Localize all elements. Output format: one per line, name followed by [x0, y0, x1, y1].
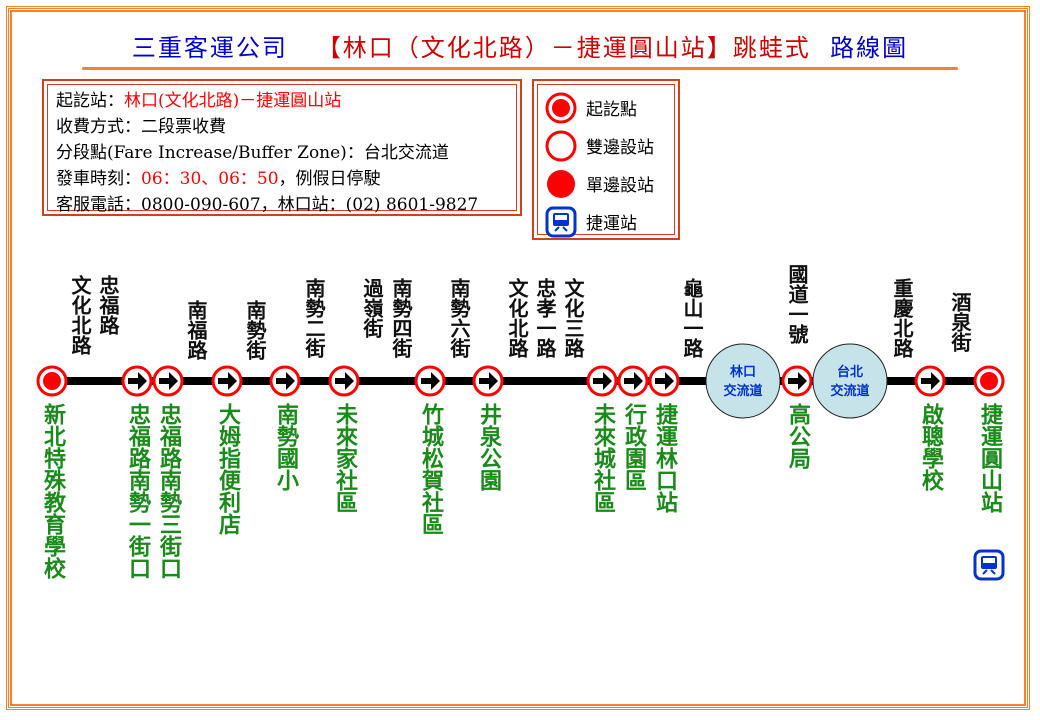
stop-name: 新北特殊教育學校: [40, 403, 65, 579]
one-way-stop-marker: [781, 365, 813, 397]
fare-line: 收費方式：二段票收費: [56, 117, 226, 137]
one-way-stop-marker: [914, 365, 946, 397]
terminal-stop-marker: [36, 365, 68, 397]
interchange-label: 台北: [837, 364, 863, 380]
one-way-stop-marker: [472, 365, 504, 397]
stop-name: 捷運林口站: [652, 403, 677, 513]
mrt-train-icon: [973, 549, 1005, 581]
terminals-label: 起訖站：: [56, 91, 124, 111]
road-name: 酒泉街: [948, 292, 972, 352]
legend-both-sides: 雙邊設站: [544, 129, 674, 163]
route-line: [50, 377, 990, 385]
road-name: 南勢街: [243, 300, 267, 360]
one-way-stop-marker: [121, 365, 153, 397]
stop-name: 大姆指便利店: [215, 403, 240, 535]
legend-mrt: 捷運站: [544, 205, 674, 239]
stop-name: 竹城松賀社區: [418, 403, 443, 535]
one-way-stop-marker: [211, 365, 243, 397]
stop-name: 南勢國小: [273, 403, 298, 491]
interchange-label: 交流道: [830, 383, 869, 399]
legend-both-sides-label: 雙邊設站: [586, 138, 654, 158]
terminal-stop-icon: [545, 92, 577, 124]
road-name: 南勢四街: [389, 278, 413, 358]
terminals-value: 林口(文化北路)－捷運圓山站: [124, 91, 342, 111]
one-side-stop-icon: [547, 170, 575, 198]
both-sides-stop-icon: [545, 130, 577, 162]
one-way-stop-marker: [328, 365, 360, 397]
stop-name: 忠福路南勢三街口: [156, 403, 181, 579]
one-way-stop-marker: [648, 365, 680, 397]
one-way-stop-marker: [586, 365, 618, 397]
mrt-train-icon: [545, 206, 577, 238]
terminals-line: 起訖站：林口(文化北路)－捷運圓山站: [56, 88, 508, 114]
one-way-stop-marker: [152, 365, 184, 397]
one-way-stop-marker: [617, 365, 649, 397]
stop-name: 井泉公園: [476, 403, 501, 491]
interchange-marker: 台北交流道: [812, 343, 888, 419]
departure-times: 06：30、06：50: [141, 169, 279, 189]
service-line: 客服電話：0800-090-607，林口站：(02) 8601-9827: [56, 195, 479, 215]
legend-terminal: 起訖點: [544, 91, 674, 125]
road-name: 文化北路: [68, 275, 92, 355]
road-name: 過嶺街: [360, 278, 384, 338]
departure-suffix: ，例假日停駛: [278, 169, 381, 189]
departure-line: 發車時刻：06：30、06：50，例假日停駛: [56, 166, 508, 192]
stop-name: 行政園區: [621, 403, 646, 491]
route-name: 【林口（文化北路）－捷運圓山站】跳蛙式: [316, 34, 811, 62]
title-underline: [82, 67, 958, 70]
terminal-stop-marker: [973, 365, 1005, 397]
stop-name: 未來城社區: [590, 403, 615, 513]
stop-name: 未來家社區: [332, 403, 357, 513]
legend-terminal-label: 起訖點: [586, 100, 637, 120]
legend-mrt-label: 捷運站: [586, 214, 637, 234]
interchange-label: 交流道: [723, 383, 762, 399]
info-box: 起訖站：林口(文化北路)－捷運圓山站 收費方式：二段票收費 分段點(Fare I…: [42, 79, 522, 216]
road-name: 南勢六街: [447, 278, 471, 358]
one-way-stop-marker: [414, 365, 446, 397]
legend-one-side: 單邊設站: [544, 167, 674, 201]
road-name: 南福路: [184, 300, 208, 360]
legend-box: 起訖點 雙邊設站 單邊設站 捷運站: [532, 79, 680, 240]
one-way-stop-marker: [269, 365, 301, 397]
road-name: 文化北路: [505, 278, 529, 358]
stop-name: 捷運圓山站: [977, 403, 1002, 513]
page-title: 三重客運公司 【林口（文化北路）－捷運圓山站】跳蛙式 路線圖: [0, 28, 1040, 63]
stop-name: 忠福路南勢一街口: [125, 403, 150, 579]
road-name: 重慶北路: [890, 278, 914, 358]
title-suffix: 路線圖: [830, 34, 909, 62]
outer-frame: [6, 6, 1030, 710]
inner-frame: [10, 10, 1026, 706]
legend-one-side-label: 單邊設站: [586, 176, 654, 196]
company-name: 三重客運公司: [131, 34, 288, 62]
buffer-line: 分段點(Fare Increase/Buffer Zone)：台北交流道: [56, 143, 449, 163]
road-name: 文化三路: [561, 278, 585, 358]
interchange-label: 林口: [730, 364, 756, 380]
road-name: 忠孝一路: [533, 278, 557, 358]
road-name: 南勢二街: [302, 278, 326, 358]
road-name: 龜山一路: [680, 278, 704, 358]
road-name: 國道一號: [785, 264, 809, 344]
stop-name: 啟聰學校: [918, 403, 943, 491]
stop-name: 高公局: [785, 403, 810, 469]
departure-label: 發車時刻：: [56, 169, 141, 189]
road-name: 忠福路: [96, 275, 120, 335]
